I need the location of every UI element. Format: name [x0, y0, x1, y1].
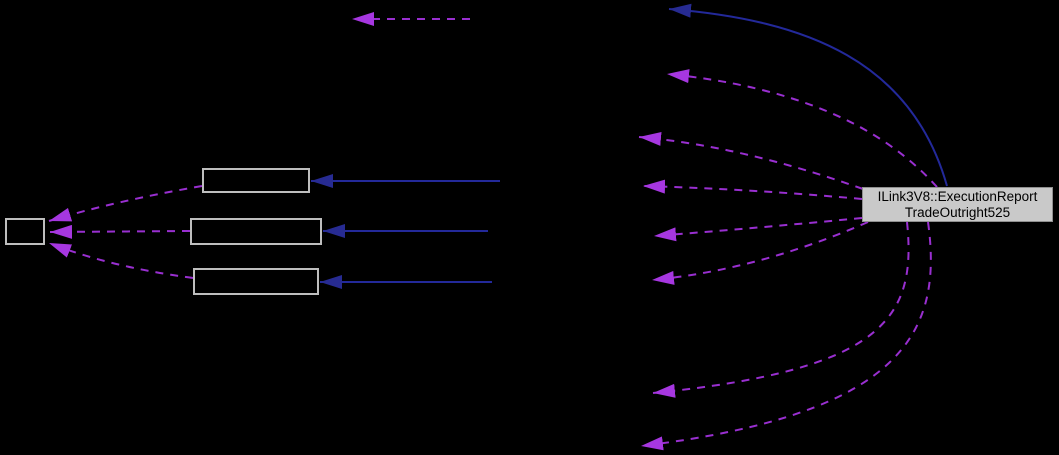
- usage-edge-fan-1: [666, 69, 938, 188]
- main-class-node: ILink3V8::ExecutionReport TradeOutright5…: [862, 187, 1053, 222]
- usage-edge-fan-3: [642, 179, 863, 200]
- usage-edge-left-1: [48, 185, 203, 222]
- class-node-middle-bottom[interactable]: [193, 268, 319, 295]
- class-node-far-left[interactable]: [5, 218, 45, 245]
- usage-edge-fan-5: [651, 221, 869, 285]
- usage-edge-fan-4: [653, 217, 863, 242]
- main-class-label-line2: TradeOutright525: [904, 204, 1011, 220]
- class-node-middle-center[interactable]: [190, 218, 322, 245]
- class-node-middle-top[interactable]: [202, 168, 310, 193]
- inheritance-edge-curved: [668, 3, 948, 187]
- usage-edge-fan-2: [638, 131, 864, 190]
- usage-edge-fan-7: [640, 221, 932, 451]
- main-class-label-line1: ILink3V8::ExecutionReport: [877, 188, 1038, 204]
- usage-edge-left-3: [48, 242, 194, 279]
- usage-edge-left-2: [49, 224, 191, 239]
- usage-edge-fan-6: [652, 221, 910, 398]
